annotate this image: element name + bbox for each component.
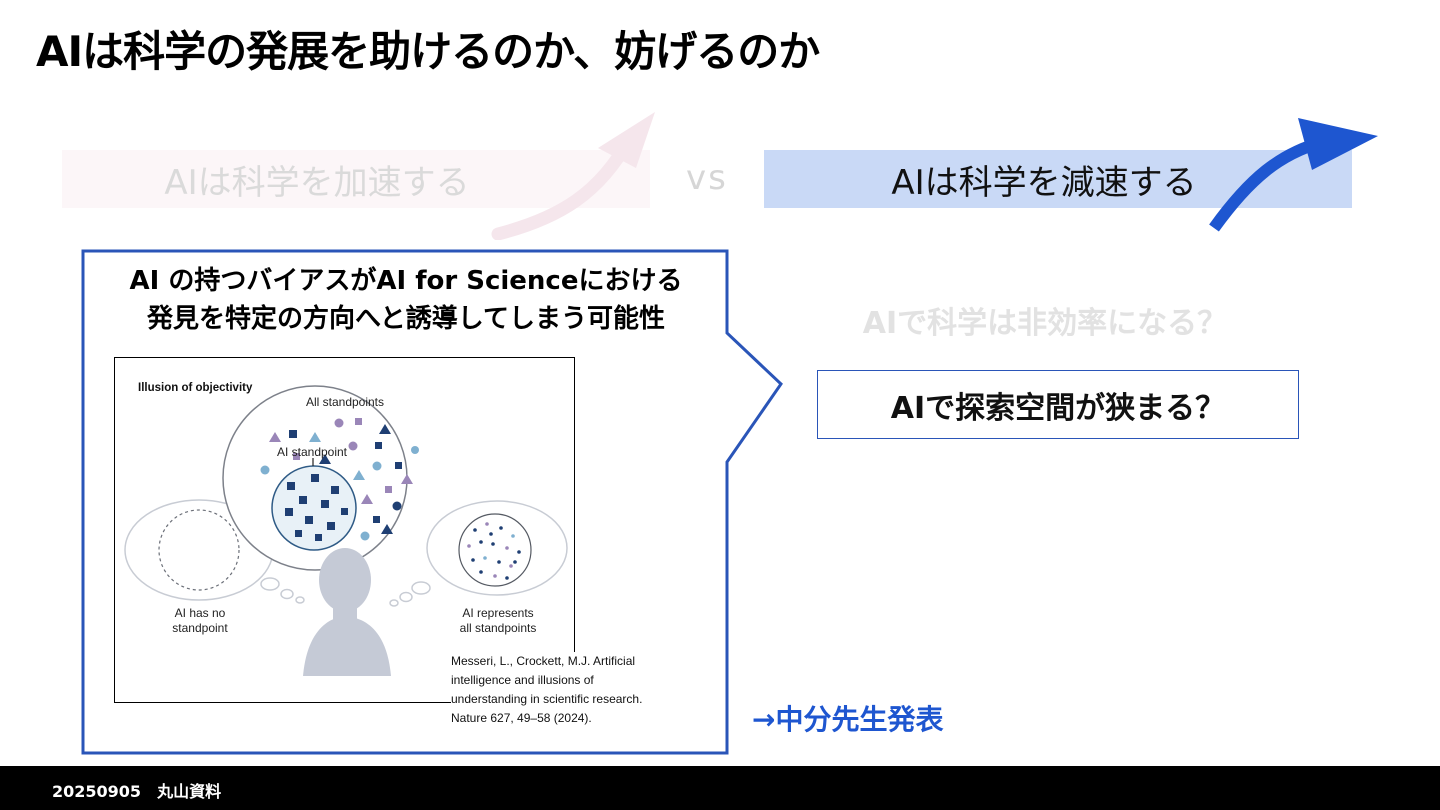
- all-standpoints-small-circle: [458, 513, 532, 587]
- all-standpoints-label: All standpoints: [305, 395, 385, 409]
- callout-title: AI の持つバイアスがAI for Scienceにおける 発見を特定の方向へと…: [88, 262, 724, 338]
- accelerate-label: AIは科学を加速する: [164, 162, 470, 203]
- citation-line3: understanding in scientific research.: [451, 692, 643, 706]
- callout-title-line1: AI の持つバイアスがAI for Scienceにおける: [129, 266, 683, 296]
- ai-standpoint-squares: [285, 474, 348, 541]
- highlighted-question-box: AIで探索空間が狭まる？: [817, 370, 1299, 439]
- footer-text: 20250905 丸山資料: [52, 782, 222, 801]
- vs-label: vs: [686, 158, 728, 198]
- citation-line2: intelligence and illusions of: [451, 673, 594, 687]
- callout-title-line2: 発見を特定の方向へと誘導してしまう可能性: [147, 304, 665, 334]
- faded-question: AIで科学は非効率になる？: [862, 306, 1228, 341]
- citation-line1: Messeri, L., Crockett, M.J. Artificial: [451, 654, 636, 668]
- ai-standpoint-label: AI standpoint: [276, 445, 348, 459]
- blue-trend-arrow-icon: [1209, 118, 1378, 232]
- small-circle-dots: [467, 522, 521, 580]
- footer-bar: [0, 766, 1440, 810]
- highlighted-question: AIで探索空間が狭まる？: [890, 390, 1226, 426]
- ai-represents-line1: AI represents: [462, 606, 534, 620]
- ai-no-standpoint-line1: AI has no: [174, 606, 226, 620]
- presentation-link[interactable]: →中分先生発表: [752, 703, 944, 736]
- citation: Messeri, L., Crockett, M.J. Artificial i…: [451, 652, 691, 728]
- ai-no-standpoint-label: AI has no standpoint: [140, 606, 260, 636]
- person-silhouette-icon: [303, 548, 391, 676]
- illusion-figure: [124, 385, 568, 676]
- ai-represents-label: AI represents all standpoints: [436, 606, 560, 636]
- decelerate-label: AIは科学を減速する: [891, 162, 1197, 203]
- accelerate-box: [62, 150, 650, 208]
- citation-line4: Nature 627, 49–58 (2024).: [451, 711, 592, 725]
- figure-heading: Illusion of objectivity: [138, 382, 253, 394]
- faded-trend-arrow-icon: [491, 112, 655, 240]
- ai-no-standpoint-line2: standpoint: [172, 621, 228, 635]
- empty-standpoint-circle: [158, 509, 240, 591]
- ai-represents-line2: all standpoints: [459, 621, 537, 635]
- slide-title: AIは科学の発展を助けるのか、妨げるのか: [36, 27, 820, 76]
